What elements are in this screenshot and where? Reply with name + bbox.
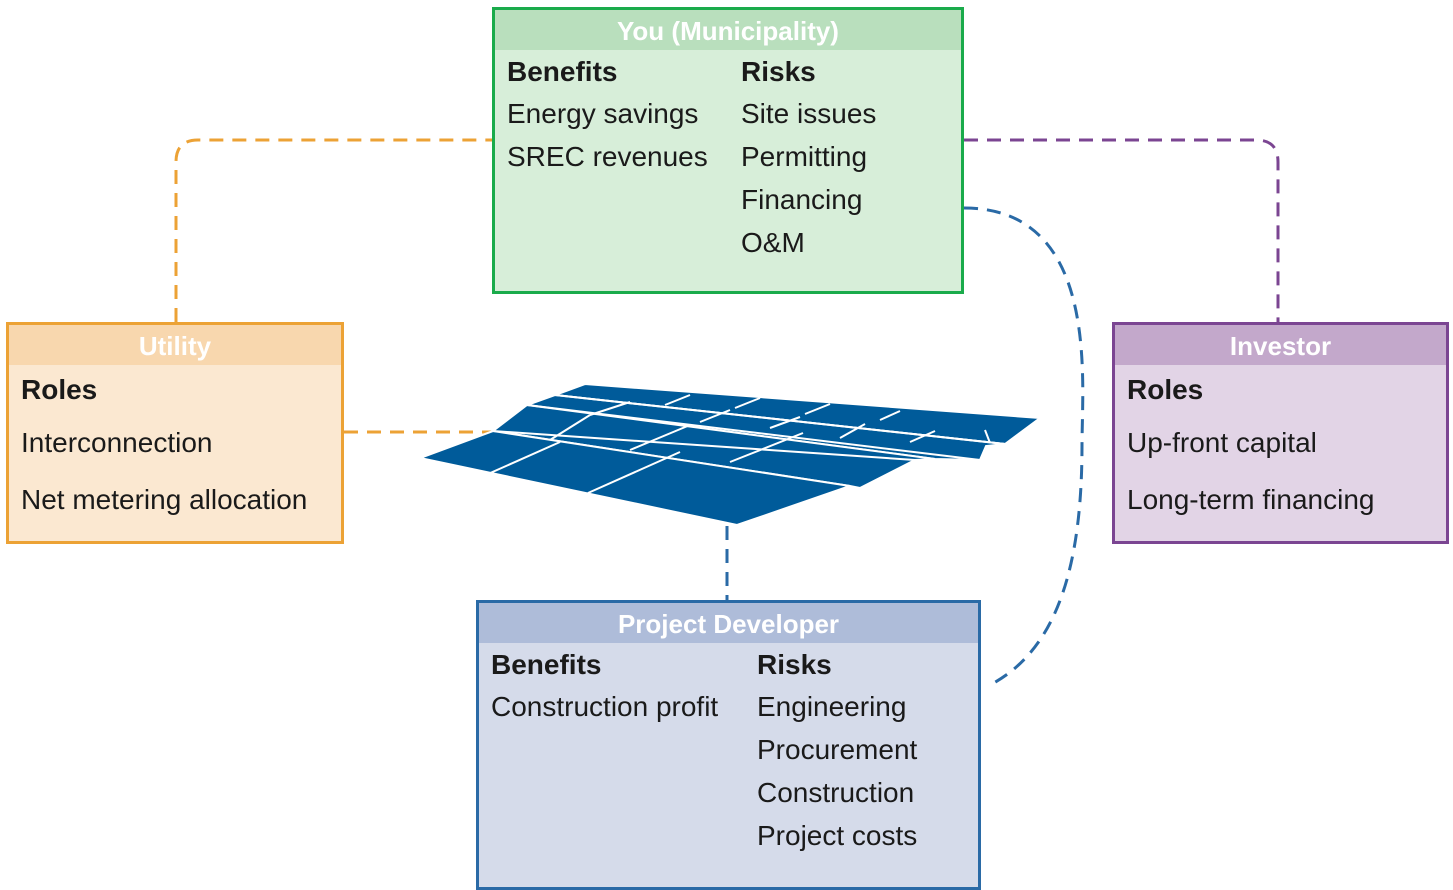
investor-title: Investor xyxy=(1115,325,1446,365)
utility-role-item: Net metering allocation xyxy=(21,484,308,515)
developer-benefit-item: Construction profit xyxy=(491,691,719,722)
utility-title: Utility xyxy=(9,325,341,365)
municipality-risk-item: O&M xyxy=(741,227,805,258)
municipality-risk-item: Financing xyxy=(741,184,863,215)
municipality-benefits-heading: Benefits xyxy=(507,56,618,87)
municipality-benefit-item: Energy savings xyxy=(507,98,699,129)
investor-roles-heading: Roles xyxy=(1127,374,1204,405)
municipality-risk-item: Site issues xyxy=(741,98,877,129)
municipality-risk-item: Permitting xyxy=(741,141,868,172)
developer-risk-item: Procurement xyxy=(757,734,918,765)
developer-risks-heading: Risks xyxy=(757,649,832,680)
utility-roles-heading: Roles xyxy=(21,374,98,405)
investor-box: Investor Roles Up-front capital Long-ter… xyxy=(1112,322,1449,544)
investor-role-item: Up-front capital xyxy=(1127,427,1317,458)
developer-risk-item: Construction xyxy=(757,777,915,808)
municipality-benefit-item: SREC revenues xyxy=(507,141,708,172)
investor-role-item: Long-term financing xyxy=(1127,484,1375,515)
utility-municipality-connector xyxy=(174,138,492,322)
developer-risk-item: Engineering xyxy=(757,691,907,722)
developer-title: Project Developer xyxy=(479,603,978,643)
investor-municipality-connector xyxy=(964,138,1280,322)
developer-risk-item: Project costs xyxy=(757,820,918,851)
municipality-box: You (Municipality) Benefits Energy savin… xyxy=(492,7,964,294)
developer-municipality-connector xyxy=(963,206,1085,688)
municipality-risks-heading: Risks xyxy=(741,56,816,87)
municipality-title: You (Municipality) xyxy=(495,10,961,50)
utility-box: Utility Roles Interconnection Net meteri… xyxy=(6,322,344,544)
developer-box: Project Developer Benefits Construction … xyxy=(476,600,981,890)
developer-benefits-heading: Benefits xyxy=(491,649,602,680)
utility-role-item: Interconnection xyxy=(21,427,213,458)
solar-panel-array-icon xyxy=(416,382,1043,527)
